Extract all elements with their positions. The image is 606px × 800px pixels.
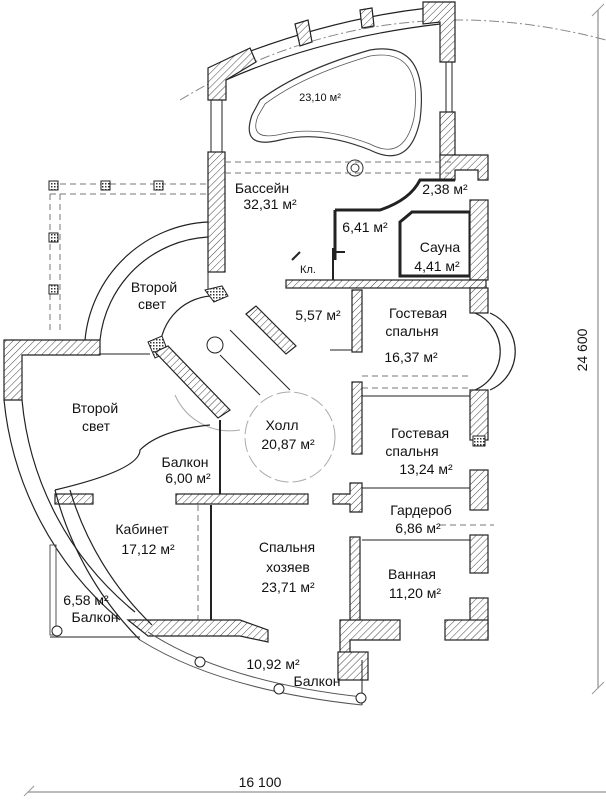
room-guest1-area: 16,37 м² (384, 349, 438, 365)
room-second-light-left-line2: свет (82, 418, 111, 434)
balcony-bottom-outline (139, 631, 367, 706)
room-wardrobe-area: 6,86 м² (395, 520, 441, 536)
room-master-line2: хозяев (266, 559, 310, 575)
room-balcony-inner-area: 6,00 м² (165, 470, 211, 486)
dimension-height-label: 24 600 (574, 328, 590, 371)
room-sauna-name: Сауна (420, 239, 461, 255)
guest2-walls (351, 381, 489, 511)
room-second-light-top-line2: свет (138, 296, 167, 312)
room-balcony-bottom-area: 10,92 м² (246, 656, 300, 672)
room-guest2-line2: спальня (385, 443, 438, 459)
room-pool-name: Бассейн (235, 180, 289, 196)
room-hall-area: 20,87 м² (261, 436, 315, 452)
room-second-light-left-line1: Второй (72, 400, 118, 416)
room-bath-area: 11,20 м² (389, 585, 442, 601)
room-wardrobe-name: Гардероб (390, 502, 452, 518)
sauna-walls (398, 199, 489, 281)
bath-walls (339, 534, 489, 661)
balcony-left-outline (49, 544, 140, 638)
room-master-area: 23,71 м² (261, 579, 315, 595)
room-kl-name: Кл. (300, 264, 316, 276)
room-balcony-left-area: 6,58 м² (63, 592, 109, 608)
column (48, 284, 59, 295)
room-balcony-left-name: Балкон (72, 609, 119, 625)
room-guest1-line2: спальня (385, 323, 438, 339)
room-bath-name: Ванная (388, 566, 436, 582)
room-6-41-area: 6,41 м² (342, 219, 388, 235)
dimension-horizontal (23, 785, 606, 797)
column (48, 232, 59, 243)
pool-basin: 23,10 м² (225, 48, 455, 177)
room-master-line1: Спальня (259, 539, 315, 555)
left-wing-walls (3, 339, 221, 621)
room-guest1-line1: Гостевая (389, 305, 447, 321)
room-guest2-line1: Гостевая (391, 425, 449, 441)
room-balcony-inner-name: Балкон (162, 454, 209, 470)
column (48, 180, 59, 191)
dimension-vertical (591, 3, 605, 695)
column (100, 180, 111, 191)
pool-basin-area: 23,10 м² (299, 92, 341, 104)
room-hall-name: Холл (266, 417, 299, 433)
room-balcony-bottom-name: Балкон (294, 673, 341, 689)
room-pool-area: 32,31 м² (243, 196, 297, 212)
bottom-walls (54, 489, 369, 681)
dimension-width-label: 16 100 (239, 774, 282, 790)
terrace-outline (48, 180, 210, 334)
room-sauna-area: 4,41 м² (414, 258, 460, 274)
room-study-area: 17,12 м² (121, 541, 175, 557)
pool-walls (207, 1, 489, 273)
room-guest2-area: 13,24 м² (399, 461, 453, 477)
room-2-38-area: 2,38 м² (422, 181, 468, 197)
staircase (147, 285, 297, 432)
room-5-57-area: 5,57 м² (295, 307, 341, 323)
column (153, 180, 164, 191)
room-study-name: Кабинет (115, 521, 169, 537)
room-second-light-top-line1: Второй (131, 279, 177, 295)
guest1-walls (362, 287, 516, 391)
